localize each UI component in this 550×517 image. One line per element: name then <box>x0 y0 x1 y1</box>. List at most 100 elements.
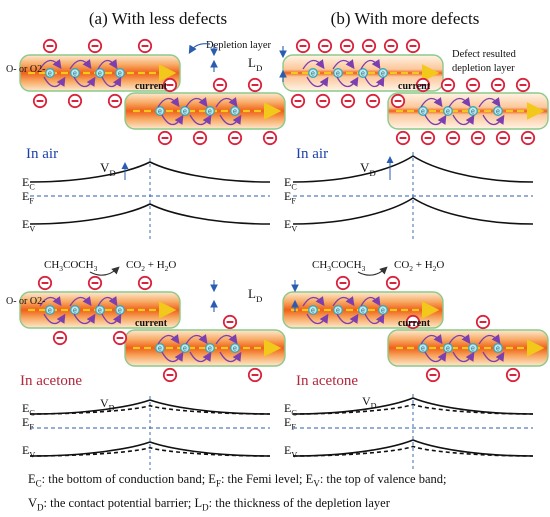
oxygen-ion <box>390 93 406 109</box>
ld-label-a-acetone: LD <box>248 286 263 304</box>
electron-hop-arrow <box>101 313 122 325</box>
electron-hop-arrow <box>424 114 447 126</box>
oxygen-ion <box>137 275 153 291</box>
caption-ef-sub: F <box>215 478 221 489</box>
oxygen-ion <box>361 38 377 54</box>
ld-label-a-air: LD <box>248 55 263 73</box>
electron: e <box>205 106 215 116</box>
ec-label: EC <box>22 401 35 418</box>
electron-label: e <box>158 346 162 353</box>
oxygen-ion <box>137 38 153 54</box>
oxygen-ion <box>290 93 306 109</box>
electron-label: e <box>73 308 77 315</box>
electron: e <box>358 305 368 315</box>
oxygen-ion <box>67 93 83 109</box>
oxygen-ion <box>515 77 531 93</box>
electron-hop-arrow <box>97 296 118 307</box>
electron-hop-arrow <box>364 76 385 88</box>
ev-label: EV <box>284 443 297 460</box>
caption-ev-sub: V <box>313 478 320 489</box>
electron-hop-arrow <box>161 351 184 363</box>
oxygen-ion <box>440 77 456 93</box>
band-a-acetone-ev <box>29 441 271 457</box>
caption-vd-text: : the contact potential barrier; <box>43 495 195 510</box>
electron-dot <box>418 106 428 116</box>
electron-hop-arrow <box>39 296 62 307</box>
electron-label: e <box>48 308 52 315</box>
oxygen-ion <box>520 130 536 146</box>
oxygen-ion <box>112 330 128 346</box>
current-label: current <box>398 318 431 329</box>
electron: e <box>443 343 453 353</box>
caption-ec-text: : the bottom of conduction band; <box>41 472 209 486</box>
oxygen-ion <box>339 38 355 54</box>
oxygen-ion <box>32 93 48 109</box>
electron-label: e <box>496 109 500 116</box>
electron-label: e <box>381 71 385 78</box>
electron-label: e <box>311 308 315 315</box>
band-b-air-ev <box>292 197 534 225</box>
electron-dot <box>155 106 165 116</box>
electron-hop-arrow <box>332 296 355 307</box>
oxygen-ion <box>470 130 486 146</box>
electron-hop-arrow <box>302 59 325 70</box>
oxygen-ion <box>383 38 399 54</box>
electron: e <box>115 305 125 315</box>
oxygen-ion <box>340 93 356 109</box>
electron-label: e <box>158 109 162 116</box>
electron-hop-arrow <box>101 76 122 88</box>
defect-depletion-line2: depletion layer <box>452 63 515 74</box>
caption-ld-sub: D <box>202 502 209 512</box>
electron-hop-arrow <box>43 313 66 325</box>
electron-label: e <box>496 346 500 353</box>
electron-dot <box>155 343 165 353</box>
electron-hop-arrow <box>73 76 96 88</box>
electron-hop-arrow <box>306 313 329 325</box>
electron-hop-arrow <box>448 97 471 108</box>
electron: e <box>378 68 388 78</box>
electron-dot <box>443 106 453 116</box>
electron-hop-arrow <box>336 76 359 88</box>
ef-label: EF <box>284 415 296 432</box>
caption-vd: V <box>28 495 38 510</box>
acetone-formula-b: CH3COCH3 <box>312 259 366 273</box>
electron-label: e <box>421 109 425 116</box>
electron-label: e <box>311 71 315 78</box>
electron-dot <box>70 68 80 78</box>
electron-dot <box>308 68 318 78</box>
electron-hop-arrow <box>478 97 501 108</box>
panel-b-title: (b) With more defects <box>331 9 480 28</box>
electron-label: e <box>421 346 425 353</box>
electron-hop-arrow <box>452 114 475 126</box>
caption-ec: E <box>28 472 36 486</box>
oxygen-ion <box>385 275 401 291</box>
acetone-formula-a: CH3COCH3 <box>44 259 98 273</box>
oxygen-ion <box>192 130 208 146</box>
oxygen-ion <box>405 38 421 54</box>
band-b-air-ec <box>292 155 534 183</box>
electron-label: e <box>208 109 212 116</box>
oxygen-ion <box>247 367 263 383</box>
ev-label: EV <box>284 217 297 234</box>
electron-label: e <box>361 71 365 78</box>
oxygen-ion <box>420 130 436 146</box>
electron-hop-arrow <box>185 334 208 345</box>
electron-hop-arrow <box>360 59 381 70</box>
electron: e <box>333 305 343 315</box>
oxygen-ion <box>107 93 123 109</box>
ec-label: EC <box>284 175 297 192</box>
in-acetone-label-b: In acetone <box>296 373 358 389</box>
electron: e <box>230 343 240 353</box>
ec-label: EC <box>22 175 35 192</box>
electron-dot <box>95 305 105 315</box>
oxygen-ion <box>87 275 103 291</box>
products-formula-a: CO2 + H2O <box>126 259 176 273</box>
oxygen-ion <box>37 275 53 291</box>
electron-hop-arrow <box>157 97 180 108</box>
caption-ld: L <box>194 495 203 510</box>
electron-label: e <box>233 346 237 353</box>
electron-hop-arrow <box>189 351 212 363</box>
caption-ec-sub: C <box>35 478 42 489</box>
